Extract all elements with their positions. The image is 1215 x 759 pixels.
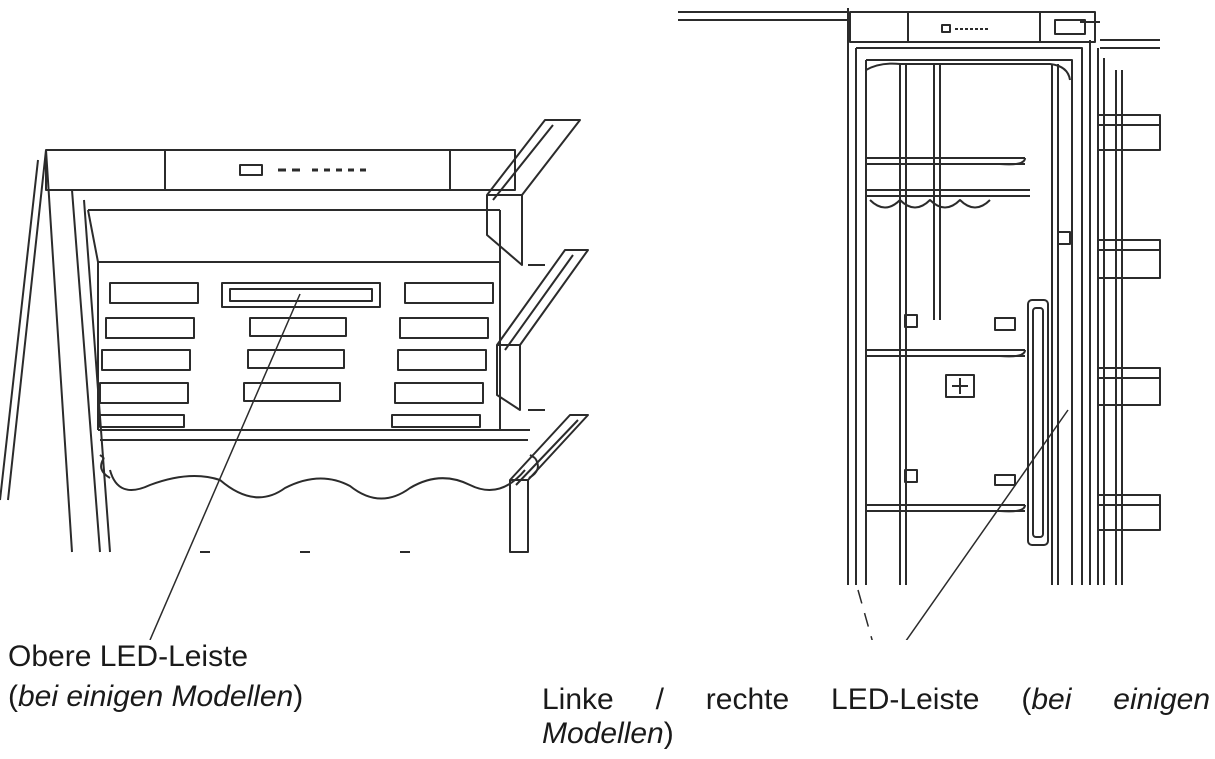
label-side-led-italic2: Modellen (542, 717, 664, 750)
paren-close: ) (293, 680, 304, 713)
label-top-led-italic: bei einigen Modellen (18, 680, 294, 713)
paren-open: ( (8, 680, 18, 713)
cabinet-front-view (678, 8, 1161, 640)
leader-line-dashed (857, 589, 873, 640)
leader-line-top (149, 293, 301, 640)
label-side-led-main: Linke / rechte LED-Leiste ( (542, 683, 1032, 716)
control-panel-display (239, 164, 263, 176)
label-top-led-note: (bei einigen Modellen) (8, 680, 303, 714)
label-top-led-title: Obere LED-Leiste (8, 640, 249, 673)
label-side-led-note: Modellen) (542, 717, 674, 751)
led-strip-top (221, 282, 381, 308)
led-diagram (0, 8, 1161, 640)
cabinet-top-view (0, 119, 589, 640)
led-strip-side (1027, 299, 1049, 546)
paren-close-side: ) (663, 717, 674, 750)
leader-line-side (905, 409, 1069, 640)
label-side-led-italic1: bei einigen (1031, 683, 1211, 716)
label-side-led-title: Linke / rechte LED-Leiste (bei einigen (542, 683, 1210, 717)
